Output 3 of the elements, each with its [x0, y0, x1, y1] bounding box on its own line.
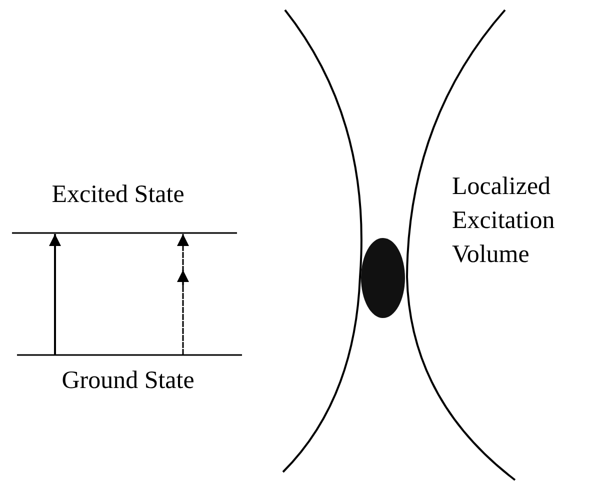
level-label: Ground State: [62, 366, 194, 396]
level-label: Excited State: [52, 180, 184, 210]
region-label: Localized Excitation Volume: [452, 172, 556, 270]
